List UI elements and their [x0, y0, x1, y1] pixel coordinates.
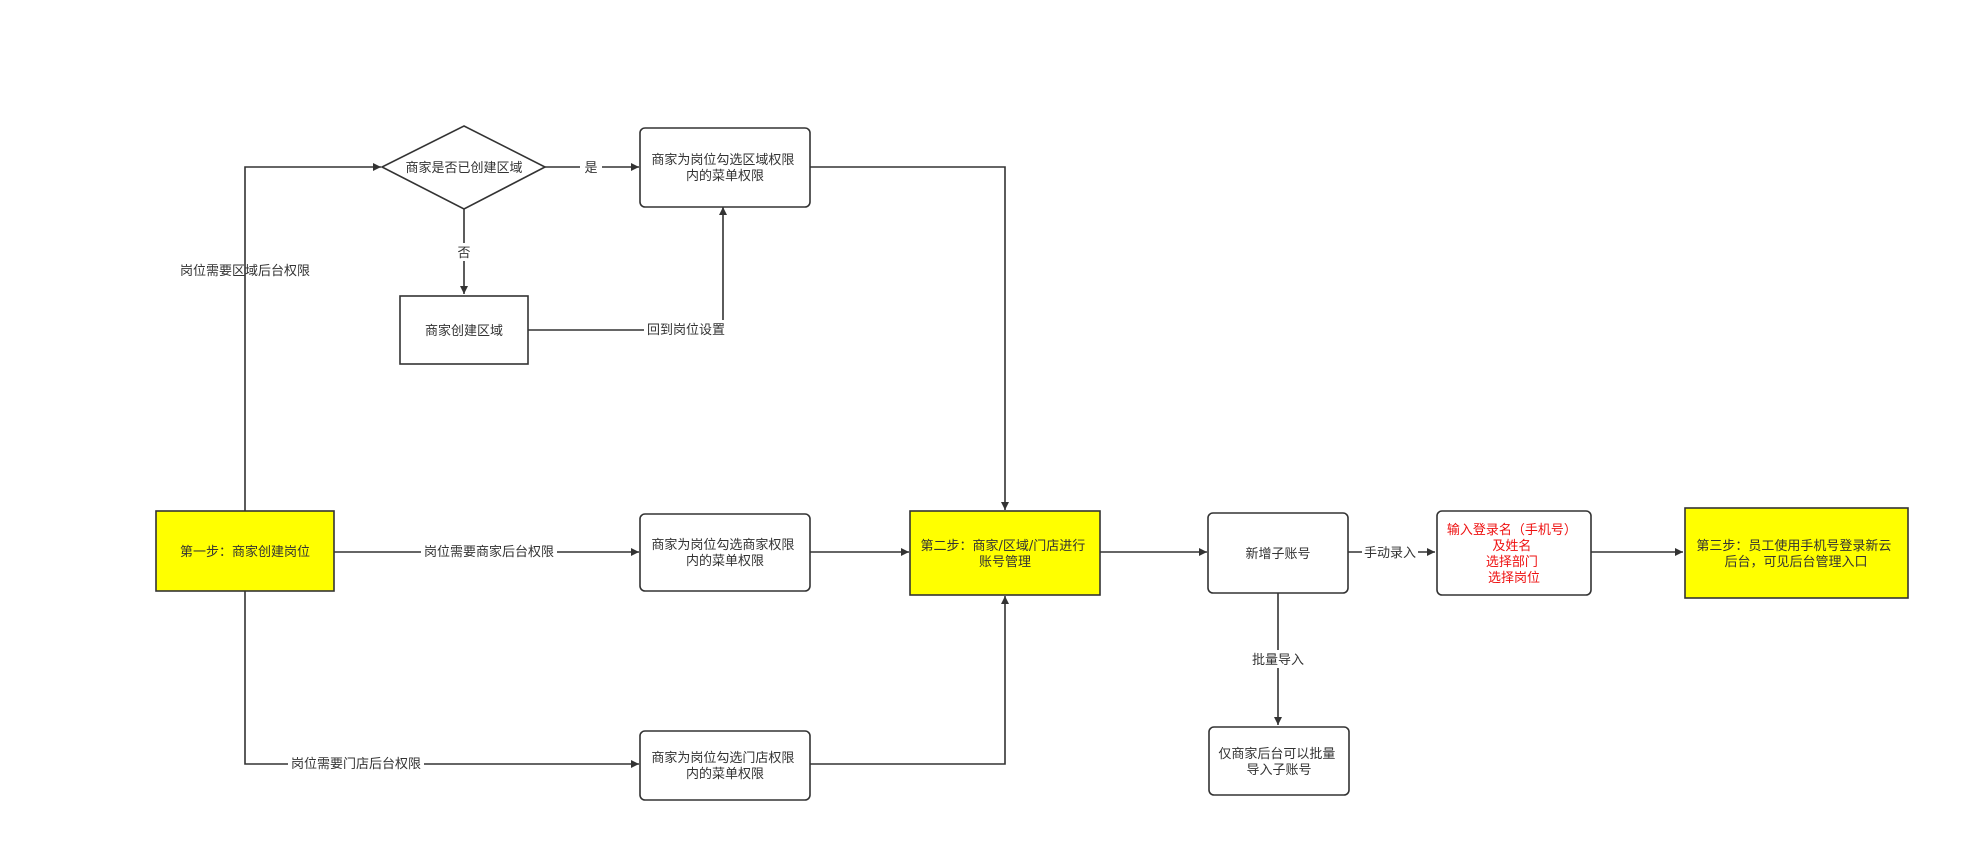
edge-step1-to-decision	[244, 163, 381, 512]
label-back-to-post: 回到岗位设置	[647, 323, 725, 338]
label-batch: 批量导入	[1252, 653, 1304, 668]
edge-region-to-step2	[810, 166, 1009, 510]
node-step1-text: 第一步：商家创建岗位	[180, 544, 310, 560]
node-region-menu-text: 商家为岗位勾选区域权限 内的菜单权限	[651, 152, 798, 184]
node-create-region-text: 商家创建区域	[425, 323, 503, 339]
label-merchant-need: 岗位需要商家后台权限	[424, 544, 554, 560]
edge-store-to-step2	[810, 596, 1009, 765]
label-no: 否	[457, 246, 470, 261]
node-merchant-menu-text: 商家为岗位勾选商家权限 内的菜单权限	[651, 537, 798, 569]
node-create-region	[399, 295, 529, 365]
node-decision-text: 商家是否已创建区域	[405, 160, 522, 176]
node-step3	[1684, 507, 1909, 599]
node-step1	[155, 510, 335, 592]
node-store-menu-text: 商家为岗位勾选门店权限 内的菜单权限	[651, 750, 798, 782]
label-manual: 手动录入	[1364, 546, 1416, 561]
label-yes: 是	[584, 161, 597, 176]
node-step2-text: 第二步：商家/区域/门店进行 账号管理	[921, 538, 1090, 570]
node-store-menu	[639, 730, 811, 801]
node-add-sub	[1207, 512, 1349, 594]
node-add-sub-text: 新增子账号	[1245, 546, 1310, 562]
node-region-menu	[639, 127, 811, 208]
node-batch-only-text: 仅商家后台可以批量 导入子账号	[1218, 746, 1339, 778]
edge-back-to-post	[528, 207, 727, 331]
node-merchant-menu	[639, 513, 811, 592]
node-input-info-text: 输入登录名（手机号） 及姓名 选择部门 选择岗位	[1447, 522, 1581, 586]
node-decision	[380, 125, 547, 210]
node-input-info	[1436, 510, 1592, 596]
node-step2	[909, 510, 1101, 596]
label-store-need: 岗位需要门店后台权限	[291, 756, 421, 772]
edge-step1-to-store	[244, 591, 639, 768]
label-region-need: 岗位需要区域后台权限	[180, 263, 310, 279]
node-batch-only	[1208, 726, 1350, 796]
node-step3-text: 第三步：员工使用手机号登录新云 后台，可见后台管理入口	[1696, 538, 1895, 570]
